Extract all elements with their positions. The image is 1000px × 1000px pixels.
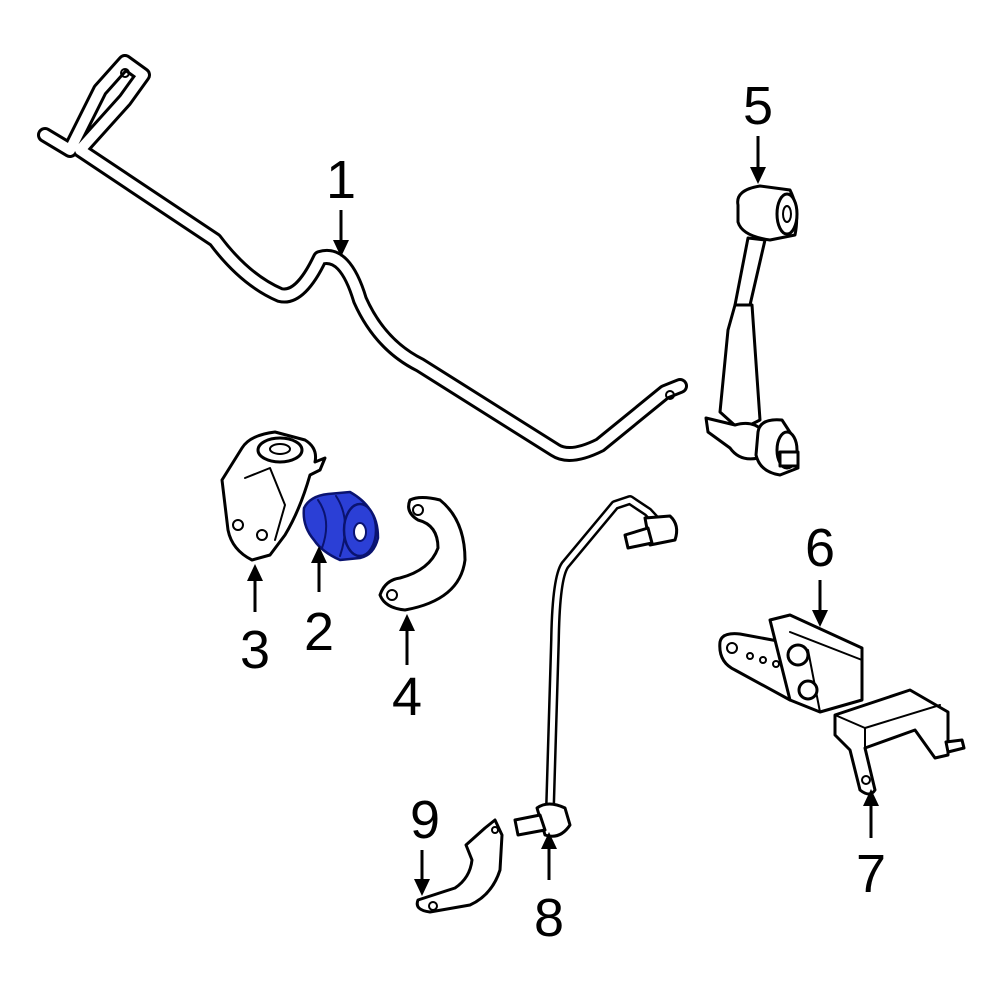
callout-7: 7 (856, 844, 886, 904)
callout-arrows (247, 136, 879, 896)
callout-6: 6 (805, 518, 835, 578)
clamp[interactable] (378, 496, 467, 612)
callout-5: 5 (743, 76, 773, 136)
bushing[interactable] (302, 490, 380, 562)
stabilizer-link[interactable] (704, 184, 800, 477)
callout-2: 2 (304, 602, 334, 662)
callout-4: 4 (392, 667, 422, 727)
callout-labels: 1 5 6 3 2 4 7 8 9 (240, 76, 886, 948)
callout-3: 3 (240, 620, 270, 680)
sensor-link-rod[interactable] (513, 495, 679, 838)
stabilizer-bar[interactable] (37, 54, 688, 462)
callout-1: 1 (326, 150, 356, 210)
bracket[interactable] (220, 430, 327, 562)
callout-9: 9 (410, 790, 440, 850)
callout-8: 8 (534, 888, 564, 948)
level-sensor[interactable] (718, 613, 864, 714)
sensor-bracket[interactable] (833, 688, 966, 796)
lower-bracket[interactable] (415, 818, 504, 914)
